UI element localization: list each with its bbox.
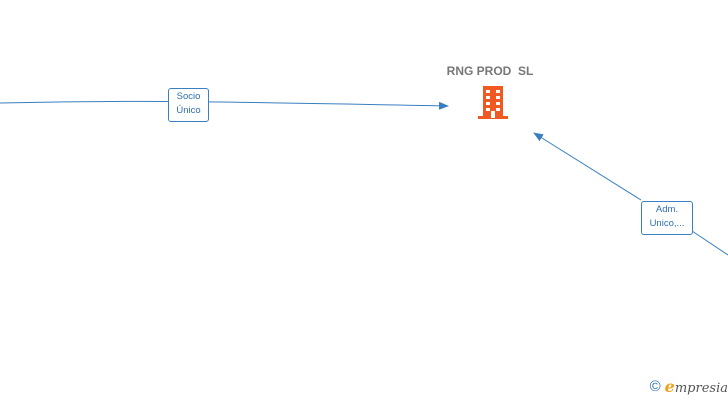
edge-adm-unico [534, 133, 728, 256]
edge-socio-unico [0, 100, 449, 110]
watermark: © empresia [650, 376, 728, 396]
relation-label-adm-unico[interactable]: Adm. Unico,... [641, 201, 693, 235]
relation-label-line: Único [176, 105, 201, 116]
logo-initial: e [664, 376, 675, 396]
logo-rest: mpresia [674, 380, 728, 396]
relation-label-line: Unico,... [649, 218, 685, 229]
building-icon[interactable] [476, 84, 510, 120]
relation-label-line: Socio [176, 91, 201, 102]
relation-label-socio-unico[interactable]: Socio Único [168, 88, 209, 122]
empresia-logo: empresia [665, 377, 728, 396]
company-name[interactable]: RNG PROD SL [446, 64, 534, 78]
relation-label-line: Adm. [655, 204, 679, 215]
copyright-icon: © [649, 377, 661, 395]
